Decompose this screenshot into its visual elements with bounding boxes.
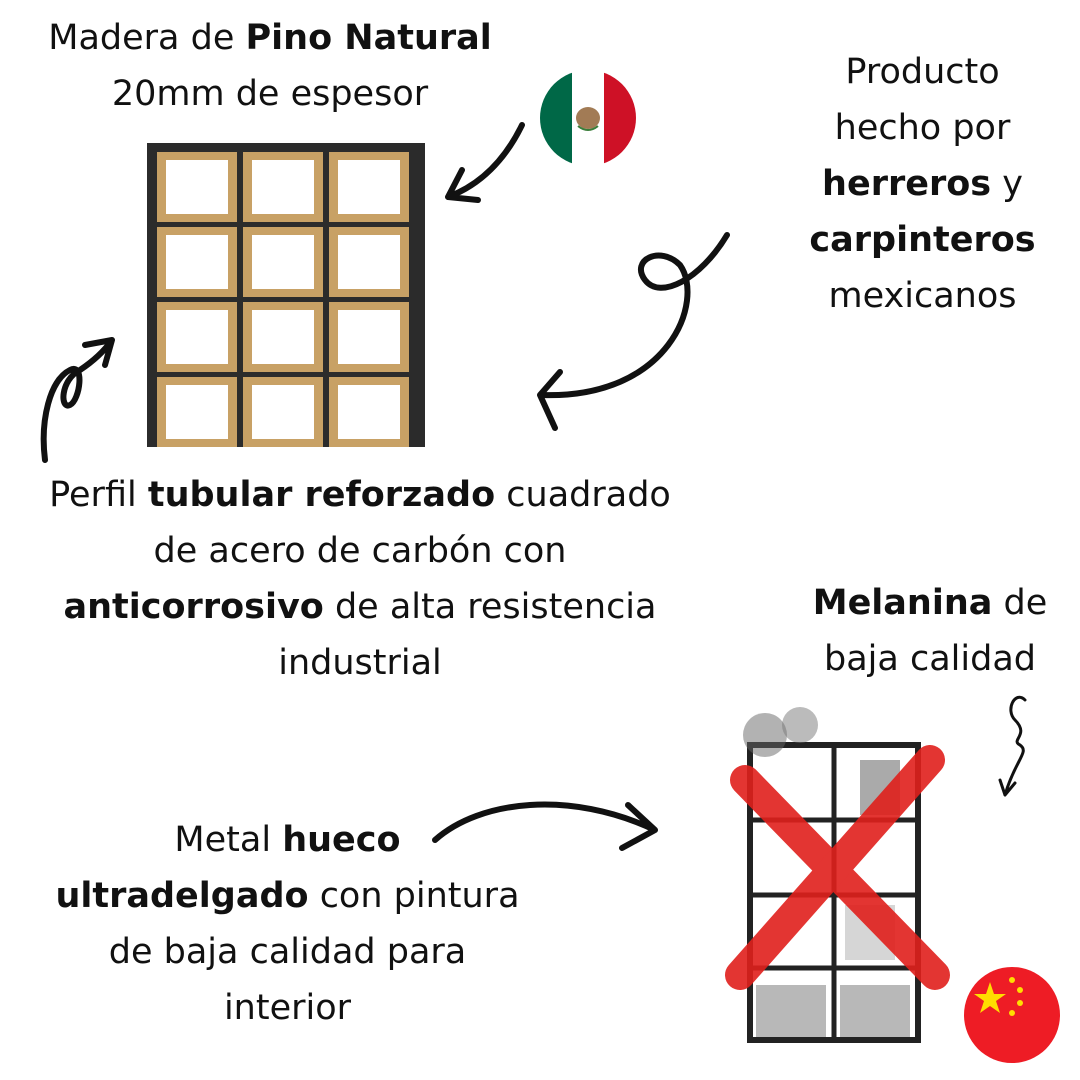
caption-text: hecho por: [834, 108, 1011, 148]
cross-mark-icon: [725, 745, 950, 990]
shelf-cubby-opening: [166, 385, 228, 439]
caption-text: baja calidad: [824, 639, 1036, 679]
caption-text: cuadrado: [495, 475, 671, 515]
arrow-icon: [40, 337, 115, 463]
caption-bold: Melanina: [812, 583, 993, 623]
caption-text: y: [991, 164, 1023, 204]
arrow-icon: [537, 232, 730, 431]
caption-bold: tubular reforzado: [147, 475, 496, 515]
shelf-cubby-opening: [252, 385, 314, 439]
caption-text: interior: [223, 988, 352, 1028]
pine-wood-caption: Madera de Pino Natural 20mm de espesor: [20, 10, 520, 122]
steel-profile-caption: Perfil tubular reforzado cuadrado de ace…: [0, 467, 720, 691]
caption-text: 20mm de espesor: [111, 74, 429, 114]
caption-text: Producto: [845, 52, 1000, 92]
shelf-cubby-opening: [252, 160, 314, 214]
caption-text: de: [992, 583, 1048, 623]
mexico-flag-icon: [540, 70, 636, 166]
caption-bold: Pino Natural: [245, 18, 492, 58]
caption-text: con pintura: [308, 876, 520, 916]
shelf-cubby-opening: [338, 310, 400, 364]
caption-text: de alta resistencia: [323, 587, 657, 627]
shelf-cubby-opening: [338, 385, 400, 439]
china-flag-icon: [964, 967, 1060, 1063]
hollow-metal-caption: Metal hueco ultradelgado con pintura de …: [20, 812, 555, 1036]
caption-text: de acero de carbón con: [153, 531, 567, 571]
caption-text: industrial: [278, 643, 442, 683]
pine-steel-shelf-image: [147, 143, 425, 447]
shelf-cubby-opening: [252, 310, 314, 364]
caption-text: Metal: [174, 820, 283, 860]
shelf-cubby-opening: [166, 235, 228, 289]
shelf-cubby-opening: [166, 310, 228, 364]
arrow-icon: [998, 696, 1027, 797]
caption-bold: anticorrosivo: [63, 587, 324, 627]
caption-text: Perfil: [49, 475, 148, 515]
shelf-cubby-opening: [338, 235, 400, 289]
caption-text: Madera de: [48, 18, 246, 58]
arrow-icon: [432, 801, 658, 851]
arrow-icon: [445, 122, 525, 203]
shelf-cubby-opening: [338, 160, 400, 214]
caption-bold: hueco: [282, 820, 401, 860]
made-in-mexico-caption: Producto hecho por herreros y carpintero…: [780, 44, 1065, 324]
low-quality-shelf-image: [743, 707, 921, 1043]
caption-bold: carpinteros: [809, 220, 1036, 260]
shelf-cubby-opening: [166, 160, 228, 214]
caption-text: mexicanos: [828, 276, 1017, 316]
caption-text: de baja calidad para: [108, 932, 467, 972]
shelf-cubby-opening: [252, 235, 314, 289]
caption-bold: ultradelgado: [55, 876, 309, 916]
caption-bold: herreros: [822, 164, 992, 204]
melamine-caption: Melanina de baja calidad: [790, 575, 1070, 687]
